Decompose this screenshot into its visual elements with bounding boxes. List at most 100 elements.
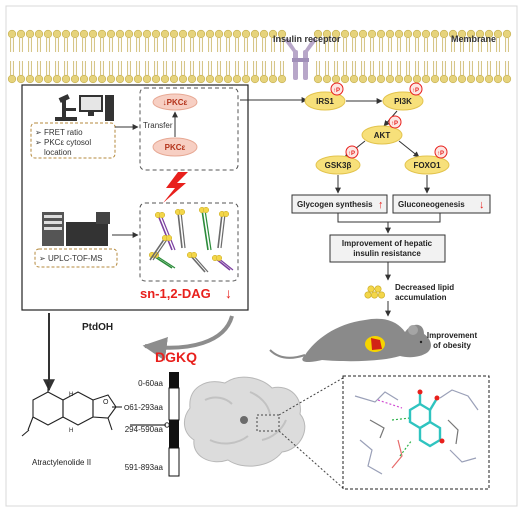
up-arrow-icon: ↑ [378,199,384,211]
lipid-head [430,74,440,84]
lipid-head [394,74,404,84]
lipid-head [7,29,17,39]
lipid-label-line1: Decreased lipid [395,283,454,292]
dag-tail [157,214,173,251]
phospho-up-arrow: ↑ [348,151,351,157]
lipid-head [322,74,332,84]
dag-head [165,234,173,242]
uplc-instrument-icon [42,212,110,246]
fret-ratio-label: FRET ratio [44,128,83,137]
lipid-head [124,29,134,39]
glycogen-box [291,194,388,214]
lipid-head [241,74,251,84]
bullet-arrow-icon: ➢ [39,254,46,263]
dag-tail [220,213,226,249]
lipid-head [223,74,233,84]
cell-membrane [7,29,512,84]
carbonyl-oxygen-label: O [124,405,130,412]
lipid-head [133,29,143,39]
lipid-head [232,74,242,84]
membrane-label: Membrane [451,34,496,44]
phospho-label: P [415,88,419,94]
lipid-head [196,29,206,39]
atractylenolide-structure [21,382,122,437]
lipid-head [142,74,152,84]
lipid-head [34,29,44,39]
lipid-head [250,74,260,84]
lipid-head [448,74,458,84]
lipid-head [412,29,422,39]
obesity-label-line2: of obesity [433,341,471,350]
phospho-label: P [394,121,398,127]
lipid-head [340,74,350,84]
dag-tail [160,214,176,251]
lipid-head [25,29,35,39]
lipid-head [250,29,260,39]
lipid-head [16,29,26,39]
lipid-head [106,74,116,84]
lipid-head [52,74,62,84]
phospho-label: P [351,151,355,157]
phospho-badge-icon [330,82,344,96]
lipid-head [70,29,80,39]
lipid-head [439,29,449,39]
sn12dag-label: sn-1,2-DAG [140,286,211,301]
glycogen-label: Glycogen synthesis [297,200,373,209]
lightning-icon [163,172,188,203]
dag-tail [201,209,209,251]
lipid-head [358,29,368,39]
lipid-head [448,29,458,39]
lipid-head [160,29,170,39]
mouse-icon [269,318,431,363]
domain-label: 294-590aa [125,425,164,434]
atractylenolide-label: Atractylenolide II [32,458,91,467]
lipid-head [466,74,476,84]
figure-border [5,5,518,507]
domain-label: 61-293aa [129,403,163,412]
uplc-method-box [34,248,118,268]
lipid-head [169,74,179,84]
foxo1-node [404,155,450,175]
lipid-head [79,74,89,84]
dgkq-conversion-arrow [142,315,234,361]
dag-tail [189,254,206,273]
domain-label: 591-893aa [125,463,164,472]
obesity-label-line1: Improvement [427,331,478,340]
lipid-head [403,29,413,39]
akt-to-foxo1-arrow [398,140,420,158]
domain-label: 0-60aa [138,379,163,388]
computer-icon [79,95,114,121]
down-arrow-icon: ↓ [225,285,232,301]
lipid-head [421,29,431,39]
lipid-head [484,74,494,84]
lipid-head [331,74,341,84]
lipid-head [475,29,485,39]
phospho-up-arrow: ↑ [412,88,415,94]
lipid-head [493,74,503,84]
dag-tail [149,237,166,261]
pi3k-node [382,91,424,111]
lipid-head [493,29,503,39]
akt-node [361,125,403,145]
fret-method-box [30,122,116,159]
dag-lipids [148,206,234,273]
lipid-head [439,74,449,84]
lipid-head [142,29,152,39]
lipid-head [466,29,476,39]
dag-tail [204,209,212,251]
lipid-head [43,74,53,84]
insulin-receptor-icon [284,38,317,80]
ptdoh-label: PtdOH [82,322,113,333]
lipid-head [457,29,467,39]
pkc-bottom-label: PKCε [165,143,186,152]
lipid-head [43,29,53,39]
lipid-head [376,74,386,84]
lipid-head [151,29,161,39]
lipid-head [277,74,287,84]
lipid-head [484,29,494,39]
lipid-head [322,29,332,39]
lipid-box [139,202,239,282]
lipid-label-line2: accumulation [395,293,447,302]
lipid-head [106,29,116,39]
